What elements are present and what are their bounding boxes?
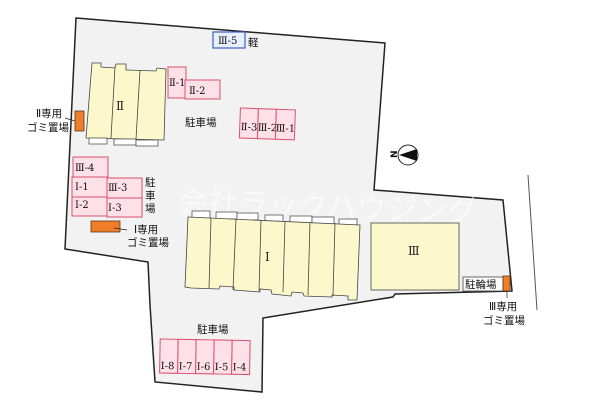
balcony	[113, 138, 137, 146]
site-lot	[64, 17, 513, 393]
road-line	[527, 174, 538, 311]
trash-1-label-2: ゴミ置場	[127, 236, 169, 249]
parking-space-2-3[interactable]: Ⅱ-3	[238, 107, 259, 140]
building-2[interactable]: Ⅱ	[85, 62, 167, 147]
svg-text:Ⅰ-1: Ⅰ-1	[75, 182, 89, 193]
svg-text:Ⅰ-5: Ⅰ-5	[215, 362, 229, 373]
balcony	[88, 137, 108, 145]
svg-text:駐輪場: 駐輪場	[465, 278, 497, 291]
building-1-label: Ⅰ	[265, 250, 270, 264]
svg-text:Ⅱ-2: Ⅱ-2	[189, 86, 206, 97]
parking-space-1-3[interactable]: Ⅰ-3	[106, 197, 143, 218]
trash-3-label-2: ゴミ置場	[483, 314, 525, 327]
svg-text:Ⅰ-8: Ⅰ-8	[161, 361, 175, 372]
building-3[interactable]: Ⅲ	[370, 222, 460, 291]
north-compass-icon: N	[390, 144, 419, 166]
trash-2-label-1: Ⅱ専用	[36, 108, 62, 120]
parking-area-label: 駐車場	[185, 116, 217, 129]
svg-text:Ⅰ-7: Ⅰ-7	[179, 361, 193, 372]
svg-text:Ⅰ-4: Ⅰ-4	[233, 362, 247, 373]
parking-area-bottom-label: 駐車場	[197, 323, 229, 336]
svg-text:Ⅱ-3: Ⅱ-3	[241, 122, 258, 134]
bicycle-parking[interactable]: 駐輪場	[462, 276, 504, 292]
parking-space-1-5[interactable]: Ⅰ-5	[213, 339, 233, 375]
svg-text:Ⅲ-3: Ⅲ-3	[108, 183, 127, 194]
parking-space-1-1[interactable]: Ⅰ-1	[71, 176, 108, 198]
svg-text:Ⅰ-6: Ⅰ-6	[197, 362, 211, 373]
parking-space-2-1[interactable]: Ⅱ-1	[167, 66, 187, 99]
parking-space-3-2[interactable]: Ⅲ-2	[256, 108, 278, 140]
parking-space-2-2[interactable]: Ⅱ-2	[184, 79, 221, 100]
trash-1-label-1: Ⅰ専用	[134, 224, 158, 236]
parking-vertical-2: 車	[145, 189, 156, 202]
building-3-label: Ⅲ	[408, 244, 420, 258]
balcony	[135, 139, 159, 147]
trash-2-label-2: ゴミ置場	[27, 121, 69, 134]
parking-space-3-1[interactable]: Ⅲ-1	[274, 108, 296, 141]
svg-text:Ⅲ-4: Ⅲ-4	[75, 163, 94, 174]
kei-label: 軽	[248, 37, 259, 49]
svg-text:Ⅰ-2: Ⅰ-2	[75, 200, 89, 211]
svg-text:N: N	[390, 150, 400, 158]
balcony	[236, 212, 259, 221]
trash-area-3[interactable]	[502, 275, 511, 292]
leader-line	[113, 227, 128, 231]
trash-area-2[interactable]	[74, 110, 85, 132]
parking-space-1-7[interactable]: Ⅰ-7	[177, 338, 197, 375]
building-1[interactable]: Ⅰ	[184, 210, 361, 301]
parking-space-3-3[interactable]: Ⅲ-3	[106, 177, 143, 199]
parking-space-1-8[interactable]: Ⅰ-8	[159, 338, 179, 374]
svg-text:Ⅲ-2: Ⅲ-2	[258, 123, 278, 135]
svg-text:Ⅰ-3: Ⅰ-3	[108, 203, 122, 214]
svg-text:Ⅲ-1: Ⅲ-1	[276, 123, 296, 135]
parking-space-3-4[interactable]: Ⅲ-4	[72, 156, 109, 178]
svg-text:Ⅲ-5: Ⅲ-5	[218, 36, 237, 47]
trash-3-label-1: Ⅲ専用	[489, 301, 517, 313]
parking-space-1-2[interactable]: Ⅰ-2	[71, 196, 108, 217]
leader-line	[64, 117, 76, 122]
parking-vertical-1: 駐	[145, 176, 156, 189]
parking-space-1-6[interactable]: Ⅰ-6	[195, 339, 215, 375]
svg-text:Ⅱ-1: Ⅱ-1	[169, 78, 186, 89]
trash-area-1[interactable]	[90, 220, 121, 233]
parking-vertical-3: 場	[145, 202, 156, 215]
balcony	[215, 211, 238, 220]
parking-space-1-4[interactable]: Ⅰ-4	[231, 339, 251, 376]
parking-space-3-5[interactable]: Ⅲ-5	[212, 31, 246, 49]
building-2-label: Ⅱ	[116, 99, 124, 113]
